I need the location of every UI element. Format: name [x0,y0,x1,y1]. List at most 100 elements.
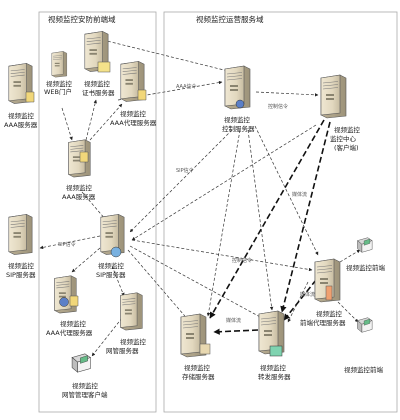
node-label-line2: SIP服务器 [6,270,36,279]
edge-agent-sip [81,191,107,221]
edge-portal2-admin [91,317,123,357]
node-label-line2: 监控中心 [330,134,357,143]
node-label-line1: 视频监控 [224,115,251,124]
node-label-line1: 视频监控前端 [344,365,384,374]
edge-sip-storage [127,249,191,323]
server-icon [8,213,33,256]
edge-sip-proxy [131,239,313,272]
node-admin-client[interactable]: 视频监控 网管管理客户端 [62,353,108,399]
edge-control-proxy [254,125,319,256]
certificate-icon [97,61,111,73]
node-label-line1: 视频监控 [46,79,73,88]
node-label-line2: 网管管理客户端 [62,390,108,399]
node-monitor-center[interactable]: 视频监控 监控中心 (客户端) [320,74,361,152]
node-label-line2: 证书服务器 [82,88,115,97]
node-label-line2: AAA服务器 [62,192,96,201]
computer-icon [71,353,91,373]
edge-monitor-sip [131,124,317,241]
edge-agent-aaa2 [89,103,123,141]
node-label-line2: 前端代理服务器 [300,318,346,327]
edge-sip-transfer [129,245,263,319]
edge-label-control: 控制信令 [268,103,288,110]
globe-icon [59,297,69,307]
edge-sip-sip1 [39,235,101,250]
node-label-line1: 视频监控 [334,125,361,134]
node-label-line2: SIP服务器 [96,270,126,279]
switch-icon [269,345,283,357]
media-monitor-transfer [280,121,331,313]
lock-icon [25,91,35,103]
media-monitor-storage [209,119,325,319]
node-web-portal-2[interactable]: 视频监控 网管服务器 [106,292,147,355]
server-icon [54,275,77,314]
node-label-line2: 存储服务器 [182,372,215,381]
lock-icon [137,89,147,101]
edge-sip-portal2 [111,265,125,297]
node-label-line2: 转发服务器 [258,372,291,381]
edge-label-aaa: AAA信令 [176,83,197,90]
node-label-line2: AAA代理服务器 [46,328,93,337]
edge-label-sip: SIP信令 [58,241,76,248]
node-aaa-server-2[interactable]: 视频监控 AAA服务器 [62,139,96,201]
node-label-line1: 视频监控 [60,319,87,328]
edge-label-media-1: 媒体流 [292,191,307,198]
node-label-line1: 视频监控 [98,261,125,270]
node-label-line1: 视频监控 [316,309,343,318]
camera-device-icon [357,317,373,333]
lock-icon [69,295,79,307]
edge-proxy-front1 [339,249,361,263]
server-icon [120,292,143,331]
edge-aaa1-agent [61,107,73,141]
disk-icon [199,343,211,355]
node-web-portal-1[interactable]: 视频监控 WEB门户 [44,51,73,96]
node-label-line1: 视频监控 [120,337,147,346]
edge-label-sip-2: SIP信令 [176,167,194,174]
edge-control-monitor [255,91,319,97]
node-label-line1: 视频监控 [260,363,287,372]
user-icon [235,99,245,109]
right-region-title: 视频监控运营服务域 [196,14,264,24]
media-transfer-storage [213,328,259,335]
server-icon [320,74,347,119]
node-label-line1: 视频监控 [8,111,35,120]
left-region-box [38,11,157,413]
edge-control-storage [206,129,241,317]
edge-agent-cert [85,99,97,141]
edge-control-transfer [247,129,274,311]
node-label-line1: 视频监控 [72,381,99,390]
node-transfer-server[interactable]: 视频监控 转发服务器 [258,310,291,381]
edge-label-control-2: 控制信令 [232,257,252,264]
node-label-line2: 控制服务器 [222,124,255,133]
node-aaa-agent-1[interactable]: 视频监控 AAA代理服务器 [110,60,157,127]
node-label-line1: 视频监控 [8,261,35,270]
node-storage-server[interactable]: 视频监控 存储服务器 [180,313,215,381]
node-label-line1: 视频监控 [120,109,147,118]
node-aaa-agent-2[interactable]: 视频监控 AAA代理服务器 [46,275,93,337]
node-front-device-1[interactable]: 视频监控前端 [346,237,386,272]
node-control-server[interactable]: 视频监控 控制服务器 [222,65,255,133]
node-label-line3: (客户端) [334,143,359,152]
left-region-title: 视频监控安防前端域 [48,14,116,24]
node-front-proxy[interactable]: 视频监控 前端代理服务器 [300,258,346,327]
node-label-line1: 视频监控前端 [346,263,386,272]
media-proxy-transfer [283,279,317,321]
edge-control-sip [129,129,233,233]
signal-edges [39,39,361,357]
edge-label-media-3: 媒体流 [300,291,315,298]
node-label-line1: 视频监控 [84,79,111,88]
node-label-line1: 视频监控 [184,363,211,372]
right-region-box [163,11,398,413]
edge-sip-agent2 [71,247,101,273]
node-aaa-server-1[interactable]: 视频监控 AAA服务器 [4,62,38,129]
node-label-line2: 网管服务器 [106,346,139,355]
node-cert-server[interactable]: 视频监控 证书服务器 [82,30,115,97]
node-front-device-2[interactable]: 视频监控前端 [344,317,384,374]
node-label-line1: 视频监控 [66,183,93,192]
node-sip-server-2[interactable]: 视频监控 SIP服务器 [96,213,126,279]
node-sip-server-1[interactable]: 视频监控 SIP服务器 [6,213,36,279]
node-label-line2: AAA服务器 [4,120,38,129]
server-icon [51,51,68,78]
camera-device-icon [357,237,373,253]
